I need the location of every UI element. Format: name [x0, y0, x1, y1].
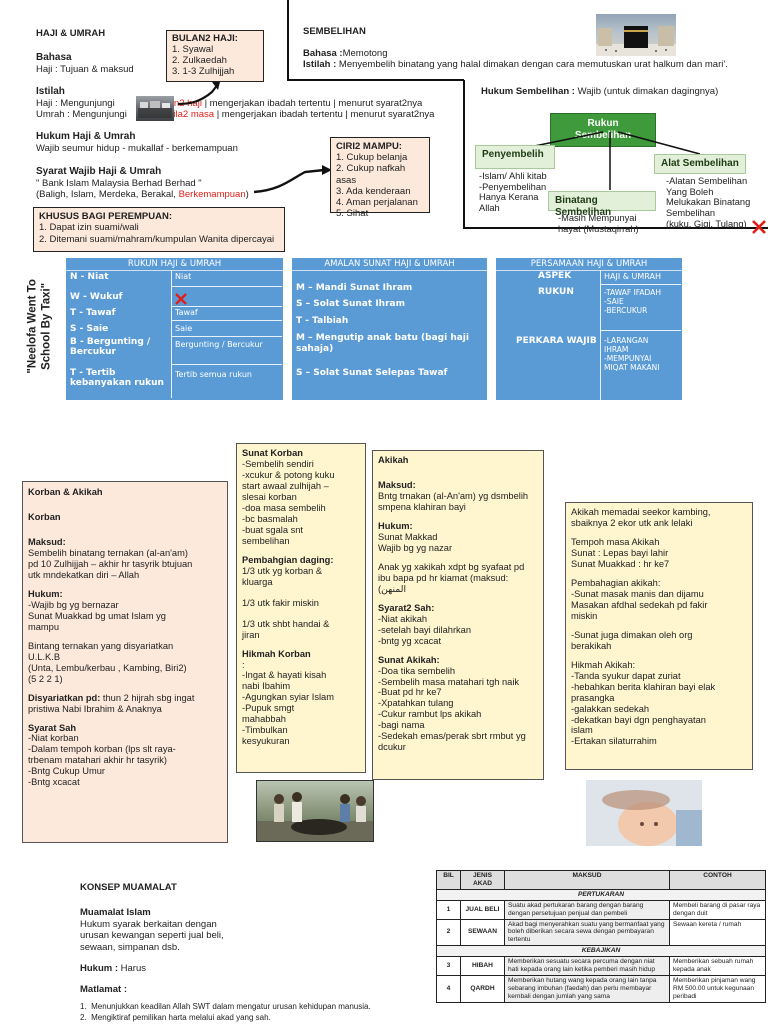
divider-line	[463, 80, 465, 228]
table-header: JENIS AKAD	[460, 870, 505, 890]
table-row: 4 QARDH Memberikan hutang wang kepada or…	[436, 974, 766, 1003]
table-row: 2 SEWAAN Akad bagi menyerahkan suatu yan…	[436, 918, 766, 947]
arrow-curve-icon	[177, 82, 220, 106]
divider-line	[287, 79, 464, 81]
sacrifice-photo	[256, 780, 374, 842]
akad-table: BIL JENIS AKAD MAKSUD CONTOH PERTUKARAN …	[436, 870, 766, 1003]
penyembelih-items: -Islam/ Ahli kitab -Penyembelihan Hanya …	[479, 171, 547, 214]
table-row: 3 HIBAH Memberikan sesuatu secara percum…	[436, 956, 766, 976]
table-section: PERTUKARAN	[436, 888, 766, 901]
red-cross-icon	[752, 220, 766, 234]
divider-line	[287, 0, 289, 80]
sembelihan-bahasa: Bahasa :Memotong	[303, 48, 388, 59]
baby-photo	[586, 780, 702, 846]
table-row: 1 JUAL BELI Suatu akad pertukaran barang…	[436, 899, 766, 920]
haji-istilah: Istilah Haji : Mengunjungi bulan2 haji |…	[36, 86, 435, 121]
rukun-sembelihan-box: Rukun Sembelihan	[550, 113, 656, 147]
bulan-haji-box: BULAN2 HAJI: 1. Syawal 2. Zulkaedah 3. 1…	[166, 30, 264, 82]
korban-box: Korban & Akikah Korban Maksud: Sembelih …	[22, 481, 228, 843]
khusus-perempuan-box: KHUSUS BAGI PEREMPUAN: 1. Dapat izin sua…	[33, 207, 285, 252]
amalan-panel: AMALAN SUNAT HAJI & UMRAH M – Mandi Suna…	[292, 258, 487, 400]
persamaan-panel: PERSAMAAN HAJI & UMRAH ASPEK HAJI & UMRA…	[496, 258, 682, 400]
neelofa-mnemonic: "Neelofa Went To School By Taxi"	[26, 279, 53, 374]
muamalat-section: KONSEP MUAMALAT Muamalat Islam Hukum sya…	[80, 882, 224, 996]
alat-items: -Alatan Sembelihan Yang Boleh Melukakan …	[666, 176, 751, 229]
table-header: CONTOH	[669, 870, 766, 890]
divider-line	[463, 227, 768, 229]
table-section: KEBAJIKAN	[436, 945, 766, 958]
haji-syarat: Syarat Wajib Haji & Umrah " Bank Islam M…	[36, 166, 249, 201]
penyembelih-box: Penyembelih	[475, 145, 555, 169]
arrow-curve-icon	[253, 165, 332, 194]
akikah-details-box: Akikah memadai seekor kambing, sbaiknya …	[565, 502, 753, 770]
haji-hukum: Hukum Haji & Umrah Wajib seumur hidup - …	[36, 131, 238, 154]
pilgrims-image	[136, 96, 174, 121]
kaaba-image	[596, 14, 676, 56]
table-header: BIL	[436, 870, 461, 890]
sunat-korban-box: Sunat Korban -Sembelih sendiri -xcukur &…	[236, 443, 366, 773]
rukun-panel: RUKUN HAJI & UMRAH N - Niat Niat W - Wuk…	[66, 258, 283, 400]
sembelihan-istilah: Istilah : Menyembelih binatang yang hala…	[303, 59, 728, 70]
alat-box: Alat Sembelihan	[654, 154, 746, 174]
sembelihan-hukum: Hukum Sembelihan : Wajib (untuk dimakan …	[481, 86, 719, 97]
haji-bahasa: Bahasa Haji : Tujuan & maksud	[36, 52, 134, 75]
red-cross-icon	[175, 293, 187, 305]
table-header: MAKSUD	[504, 870, 670, 890]
ciri-mampu-box: CIRI2 MAMPU: 1. Cukup belanja 2. Cukup n…	[330, 137, 430, 219]
akikah-box: Akikah Maksud: Bntg trnakan (al-An'am) y…	[372, 450, 544, 780]
haji-title: HAJI & UMRAH	[36, 28, 106, 39]
matlamat-list: 1. Menunjukkan keadilan Allah SWT dalam …	[80, 1002, 371, 1022]
sembelihan-title: SEMBELIHAN	[303, 26, 366, 37]
binatang-items: -Masih Mempunyai hayat (Mustaqirrah)	[558, 213, 639, 235]
binatang-box: Binatang Sembelihan	[548, 191, 656, 218]
